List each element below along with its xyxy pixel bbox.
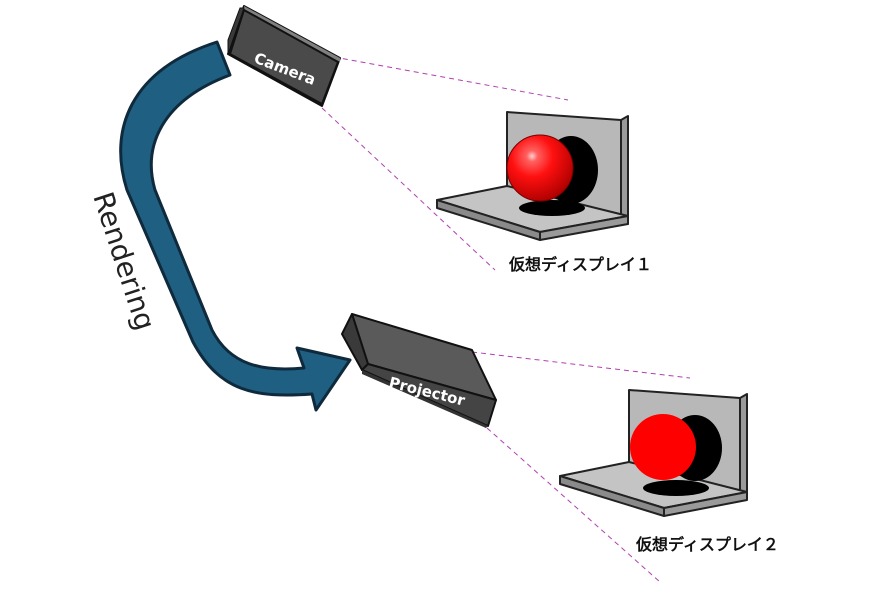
- red-sphere-glossy: [506, 134, 574, 202]
- projector-frustum: [471, 351, 691, 583]
- camera-frustum: [321, 56, 569, 271]
- camera-device: [227, 5, 341, 107]
- rendering-arrow: [119, 40, 352, 412]
- virtual-display-1: [436, 111, 629, 241]
- virtual-display-2: [559, 389, 748, 517]
- display-2-caption: 仮想ディスプレイ２: [635, 535, 779, 554]
- projector-device: [341, 313, 497, 428]
- sphere-shadow-floor: [643, 480, 709, 496]
- sphere-shadow-floor: [519, 200, 585, 216]
- red-sphere-flat: [630, 414, 696, 480]
- display-1-caption: 仮想ディスプレイ１: [508, 255, 652, 274]
